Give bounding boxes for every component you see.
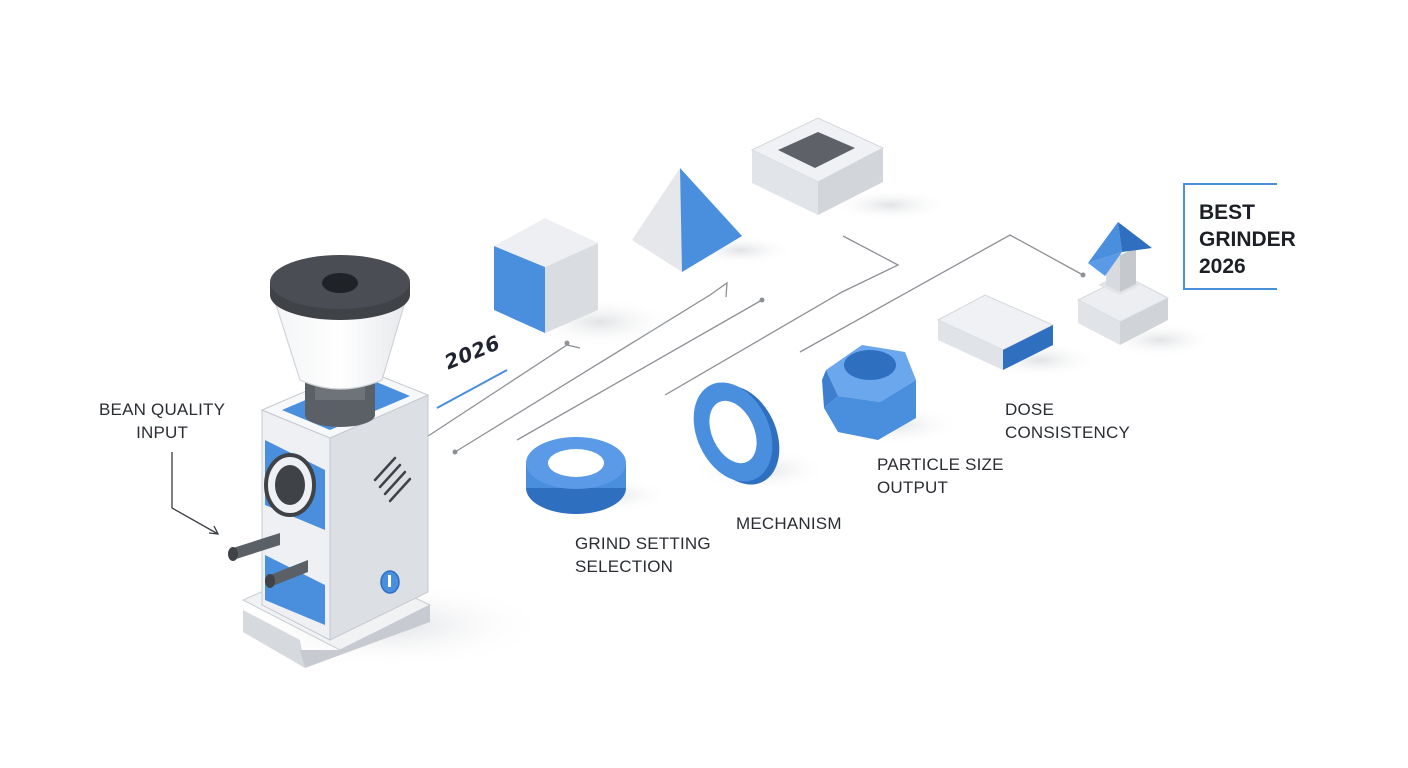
coffee-grinder-icon	[228, 255, 432, 668]
home-arrow-icon	[1076, 222, 1170, 345]
standing-ring-icon	[693, 382, 780, 485]
year-underline	[436, 369, 508, 409]
label-mechanism: MECHANISM	[736, 514, 842, 533]
label-dose-consistency: DOSE CONSISTENCY	[1005, 400, 1130, 442]
bean-arrow	[171, 452, 220, 535]
badge-text: BEST GRINDER 2026	[1199, 201, 1296, 278]
hex-nut-icon	[822, 345, 916, 440]
blue-cube-icon	[494, 218, 598, 333]
slab-icon	[936, 294, 1055, 370]
label-grind-setting: GRIND SETTING SELECTION	[575, 534, 711, 576]
pyramid-icon	[632, 168, 742, 272]
label-particle-size: PARTICLE SIZE OUTPUT	[877, 455, 1004, 497]
tray-icon	[750, 117, 885, 215]
connector-lines	[421, 234, 1086, 455]
best-grinder-badge: BEST GRINDER 2026	[1183, 183, 1296, 290]
label-bean-quality: BEAN QUALITY INPUT	[99, 400, 226, 442]
flat-ring-icon	[526, 437, 626, 514]
